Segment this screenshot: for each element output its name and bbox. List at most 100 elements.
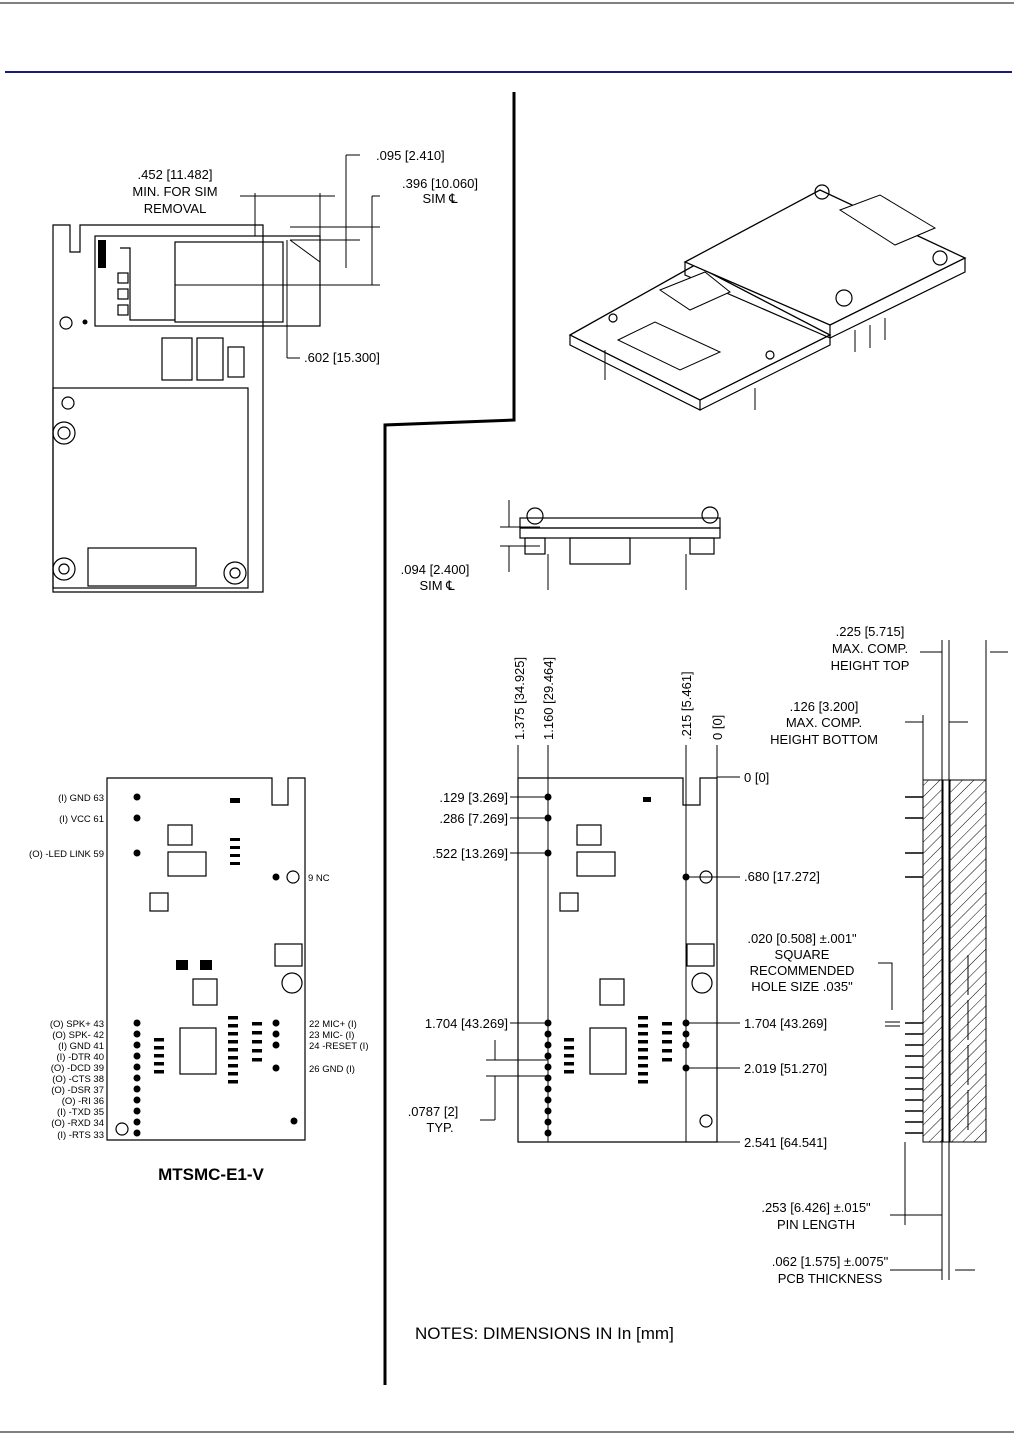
sim-removal-view (52, 154, 380, 593)
pin-dot (272, 1064, 280, 1072)
bottom-height-line3: HEIGHT BOTTOM (770, 732, 878, 747)
pin-dot (544, 1129, 552, 1137)
pin-dot (272, 1019, 280, 1027)
dim-522: .522 [13.269] (432, 846, 508, 861)
pad (662, 1058, 672, 1062)
pin-label-40: (I) -DTR 40 (57, 1052, 105, 1063)
pin-dot (133, 1085, 141, 1093)
pad (154, 1070, 164, 1074)
pin-label-22: 22 MIC+ (I) (309, 1019, 357, 1030)
pin-label-36: (O) -RI 36 (62, 1096, 104, 1107)
pin-label-38: (O) -CTS 38 (52, 1074, 104, 1085)
pad (154, 1046, 164, 1050)
dim-094-line2: SIM ℄ (419, 578, 455, 593)
pad (564, 1070, 574, 1074)
pad (638, 1064, 648, 1068)
pin-dot (133, 1030, 141, 1038)
pad (154, 1054, 164, 1058)
pin-label-26: 26 GND (I) (309, 1064, 355, 1075)
pin-length: .253 [6.426] ±.015" (761, 1200, 871, 1215)
dim-pitch: .0787 [2] (408, 1104, 459, 1119)
pin-dot (682, 1030, 690, 1038)
dim-215: .215 [5.461] (679, 671, 694, 740)
top-right-dims: 0 [0] .680 [17.272] 1.704 [43.269] 2.019… (744, 770, 827, 1150)
pinout-pin-dots (133, 1016, 280, 1137)
bottom-height: .126 [3.200] (790, 699, 859, 714)
pin-length-line2: PIN LENGTH (777, 1217, 855, 1232)
pin-dot (682, 1041, 690, 1049)
top-view-pin-dots (544, 793, 690, 1137)
pad (252, 1022, 262, 1026)
dim-680: .680 [17.272] (744, 869, 820, 884)
dim-094: .094 [2.400] (401, 562, 470, 577)
section-divider (383, 92, 516, 1385)
pin-dot (133, 1118, 141, 1126)
pin-label-39: (O) -DCD 39 (51, 1063, 104, 1074)
pin-label-43: (O) SPK+ 43 (50, 1019, 104, 1030)
pin-label-24: 24 -RESET (I) (309, 1041, 368, 1052)
pad (662, 1022, 672, 1026)
dim-396: .396 [10.060] (402, 176, 478, 191)
dim-removal-line3: REMOVAL (144, 201, 207, 216)
dim-1704-left: 1.704 [43.269] (425, 1016, 508, 1031)
pin-dot (544, 1063, 552, 1071)
pad (638, 1072, 648, 1076)
pad (228, 1072, 238, 1076)
pad (228, 1024, 238, 1028)
pin-label-35: (I) -TXD 35 (57, 1107, 104, 1118)
pad (228, 1056, 238, 1060)
dim-0-horiz: 0 [0] (744, 770, 769, 785)
dim-pitch-line2: TYP. (426, 1120, 453, 1135)
dim-286: .286 [7.269] (439, 811, 508, 826)
pad (564, 1054, 574, 1058)
bottom-height-line2: MAX. COMP. (786, 715, 862, 730)
pin-dot (272, 1030, 280, 1038)
pad (228, 1032, 238, 1036)
pinout-board (106, 777, 306, 1141)
top-height: .225 [5.715] (836, 624, 905, 639)
pad (662, 1040, 672, 1044)
dim-396-line2: SIM ℄ (422, 191, 458, 206)
pin-label-9: 9 NC (308, 873, 330, 884)
pad (228, 1016, 238, 1020)
pin-dot (544, 1074, 552, 1082)
pad (564, 1062, 574, 1066)
pin-label-61: (I) VCC 61 (59, 814, 104, 825)
pin-label-59: (O) -LED LINK 59 (29, 849, 104, 860)
pin-label-23: 23 MIC- (I) (309, 1030, 354, 1041)
dim-2541: 2.541 [64.541] (744, 1135, 827, 1150)
pad (638, 1048, 648, 1052)
profile-pins (905, 796, 969, 1134)
pin-dot (544, 1118, 552, 1126)
top-vertical-dims: 1.375 [34.925] 1.160 [29.464] .215 [5.46… (512, 657, 725, 740)
hole-spec-line3: RECOMMENDED (750, 963, 855, 978)
pin-label-33: (I) -RTS 33 (57, 1130, 104, 1141)
dim-1704-right: 1.704 [43.269] (744, 1016, 827, 1031)
pin-dot (133, 1096, 141, 1104)
top-height-line2: MAX. COMP. (832, 641, 908, 656)
pin-dot (133, 1019, 141, 1027)
pin-dot (272, 1041, 280, 1049)
pad (662, 1031, 672, 1035)
top-left-dims: .129 [3.269] .286 [7.269] .522 [13.269] … (425, 790, 508, 1031)
pad (662, 1049, 672, 1053)
dim-1375: 1.375 [34.925] (512, 657, 527, 740)
dim-removal: .452 [11.482] (138, 167, 213, 182)
pad (564, 1038, 574, 1042)
profile-view (878, 640, 1008, 1280)
hole-spec-line4: HOLE SIZE .035" (751, 979, 853, 994)
pad (228, 1064, 238, 1068)
pad (638, 1056, 648, 1060)
pin-label-63: (I) GND 63 (58, 793, 104, 804)
pin-label-42: (O) SPK- 42 (52, 1030, 104, 1041)
dim-2019: 2.019 [51.270] (744, 1061, 827, 1076)
pad (252, 1049, 262, 1053)
dim-1160: 1.160 [29.464] (541, 657, 556, 740)
pad (154, 1038, 164, 1042)
pad (638, 1016, 648, 1020)
pin-label-34: (O) -RXD 34 (51, 1118, 104, 1129)
pinout-labels: (I) GND 63 (I) VCC 61 (O) -LED LINK 59 (… (29, 793, 368, 1141)
pin-dot (544, 1107, 552, 1115)
pad (228, 1048, 238, 1052)
profile-bottom-layer (922, 779, 944, 1143)
